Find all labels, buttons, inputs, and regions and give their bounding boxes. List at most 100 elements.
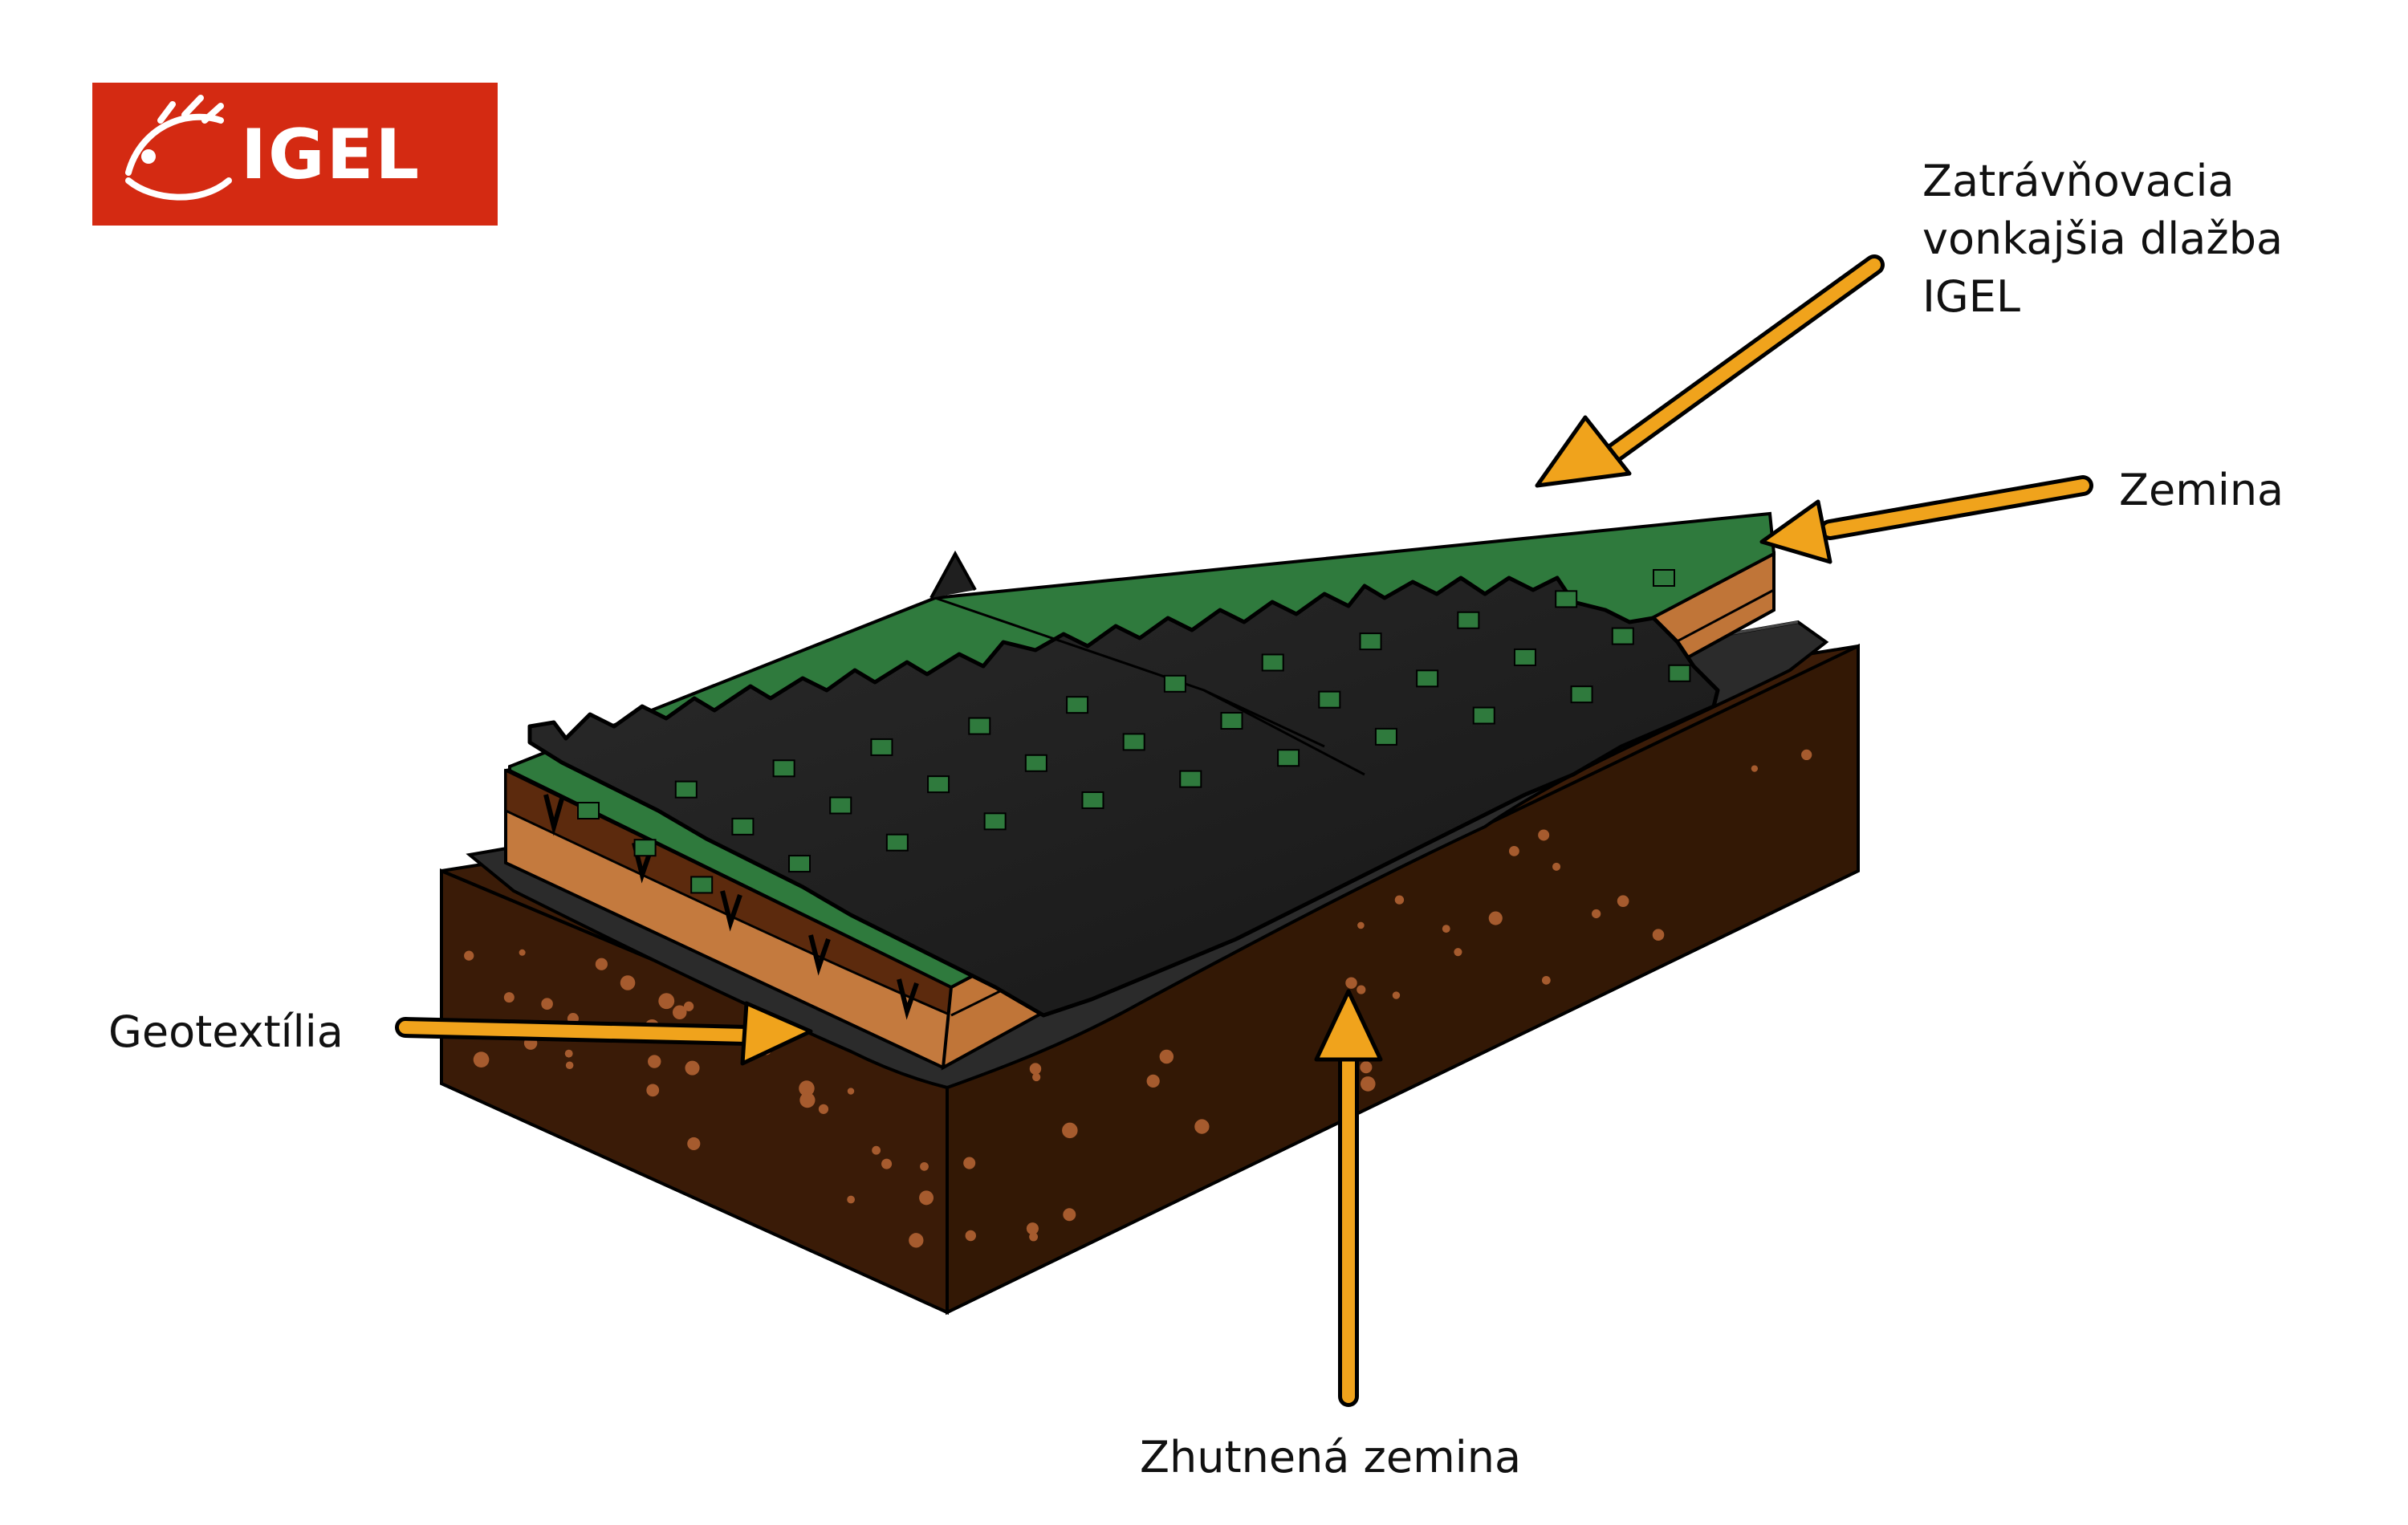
soil-speck <box>1394 895 1405 905</box>
grass-patch <box>1163 674 1186 693</box>
grass-patch <box>788 855 811 873</box>
grass-patch <box>1555 590 1578 608</box>
soil-speck <box>847 1088 855 1095</box>
logo-text: IGEL <box>241 115 421 195</box>
soil-speck <box>1159 1049 1174 1064</box>
soil-speck <box>847 1195 856 1204</box>
soil-speck <box>685 1060 700 1076</box>
grass-patch <box>983 812 1007 831</box>
grass-patches <box>577 569 1691 894</box>
grass-patch <box>885 833 909 852</box>
soil-speck <box>1488 911 1503 925</box>
soil-speck <box>541 998 553 1011</box>
arrow-compacted-soil <box>1314 989 1383 1407</box>
soil-speck <box>799 1092 816 1108</box>
grass-patch <box>1416 669 1439 688</box>
soil-speck <box>672 1005 687 1020</box>
soil-speck <box>1442 925 1450 933</box>
soil-speck <box>620 975 636 990</box>
soil-speck <box>872 1145 881 1155</box>
grass-patch <box>1653 569 1675 587</box>
grass-patch <box>1318 690 1341 709</box>
soil-speck <box>1617 895 1629 907</box>
soil-speck <box>920 1161 929 1171</box>
soil-speck <box>909 1233 924 1248</box>
grass-patch <box>1374 727 1397 746</box>
soil-speck <box>1062 1122 1078 1139</box>
grass-patch <box>1611 627 1634 645</box>
grass-patch <box>772 759 795 778</box>
soil-speck <box>1146 1074 1160 1088</box>
soil-speck <box>963 1157 976 1169</box>
soil-speck <box>1360 1061 1373 1074</box>
label-compacted-soil: Zhutnená zemina <box>1140 1432 1522 1482</box>
soil-speck <box>1032 1072 1041 1082</box>
soil-speck <box>881 1158 893 1169</box>
soil-speck <box>818 1104 829 1114</box>
soil-speck <box>1801 749 1812 761</box>
label-paver-line-1: Zatrávňovacia <box>1922 156 2235 206</box>
soil-speck <box>1029 1232 1039 1242</box>
soil-speck <box>1026 1222 1039 1235</box>
grass-patch <box>633 839 657 857</box>
grass-patch <box>870 738 893 756</box>
grass-patch <box>1081 791 1104 809</box>
grass-patch <box>1066 696 1089 714</box>
soil-speck <box>1552 862 1561 871</box>
soil-speck <box>1541 975 1551 985</box>
soil-speck <box>1751 765 1759 772</box>
igel-logo <box>92 83 498 226</box>
grass-patch <box>1261 653 1284 672</box>
label-geotextile: Geotextília <box>108 1007 344 1057</box>
grass-patch <box>1472 706 1495 725</box>
arrow-soil <box>1759 475 2093 564</box>
label-paver-line-2: vonkajšia dlažba <box>1922 214 2284 264</box>
soil-speck <box>473 1051 490 1068</box>
grass-patch <box>1457 611 1480 629</box>
soil-speck <box>648 1055 661 1068</box>
soil-speck <box>1029 1063 1042 1075</box>
soil-speck <box>683 1001 694 1011</box>
label-paver: Zatrávňovacia vonkajšia dlažba IGEL <box>1922 152 2283 326</box>
grass-patch <box>927 775 950 794</box>
grass-patch <box>1668 664 1691 682</box>
soil-speck <box>1357 985 1366 994</box>
hedgehog-icon <box>125 95 232 201</box>
soil-speck <box>1345 977 1357 989</box>
grass-patch <box>1570 685 1593 704</box>
grass-patch <box>968 717 991 735</box>
grass-patch <box>1513 648 1536 666</box>
soil-speck <box>919 1190 934 1206</box>
soil-speck <box>799 1080 815 1096</box>
grass-patch <box>1024 754 1047 772</box>
soil-speck <box>965 1230 976 1242</box>
label-soil: Zemina <box>2119 465 2284 515</box>
soil-speck <box>503 992 515 1003</box>
soil-speck <box>646 1084 660 1097</box>
soil-speck <box>1194 1119 1210 1134</box>
soil-speck <box>595 958 608 970</box>
soil-speck <box>1063 1208 1076 1222</box>
grass-patch <box>731 817 755 836</box>
grass-patch <box>674 780 698 799</box>
grass-patch <box>1220 712 1243 730</box>
arrow-geotextile <box>395 1001 813 1066</box>
grass-patch <box>829 796 852 815</box>
grass-patch <box>577 802 600 819</box>
soil-speck <box>1392 991 1401 999</box>
grass-patch <box>1122 733 1145 751</box>
soil-speck <box>687 1137 701 1150</box>
grass-patch <box>1359 632 1382 651</box>
soil-speck <box>519 949 526 956</box>
soil-speck <box>1357 921 1365 929</box>
label-paver-line-3: IGEL <box>1922 271 2020 322</box>
arrow-paver <box>1535 254 1885 488</box>
soil-speck <box>1508 845 1519 856</box>
soil-speck <box>1454 948 1462 957</box>
grass-patch <box>1277 749 1300 767</box>
soil-speck <box>464 950 474 961</box>
soil-speck <box>658 993 675 1010</box>
grass-patch <box>1179 770 1202 788</box>
soil-speck <box>1652 929 1665 941</box>
